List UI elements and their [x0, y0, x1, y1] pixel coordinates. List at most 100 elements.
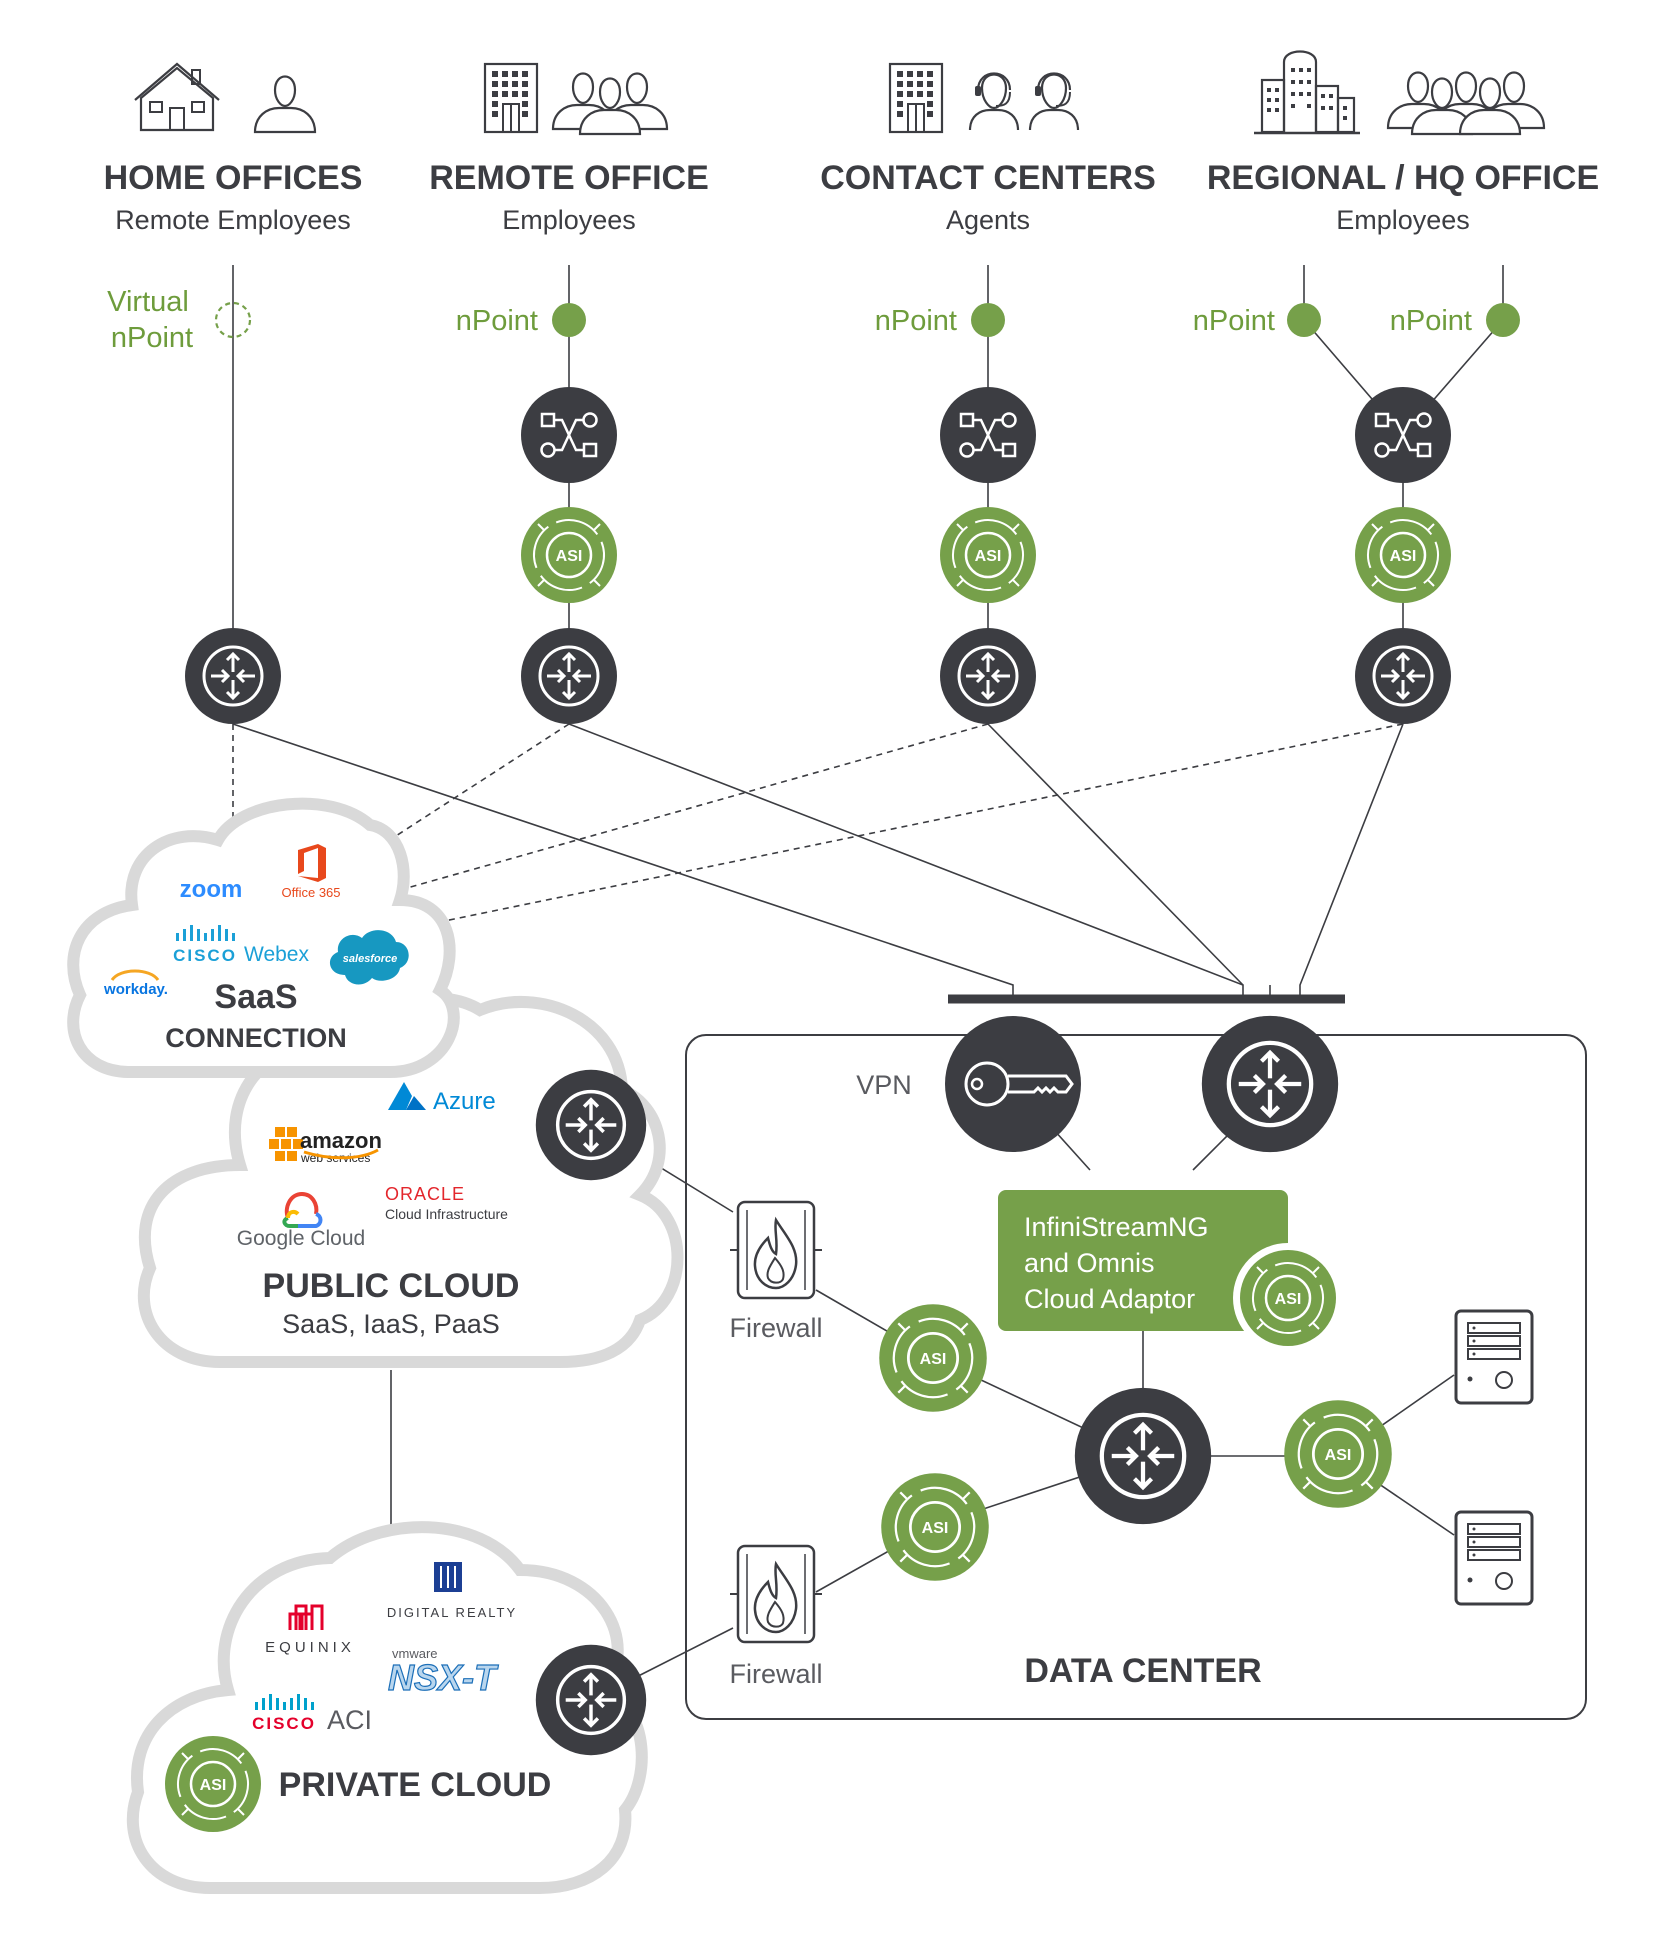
site-title-contact-centers: CONTACT CENTERS [820, 159, 1156, 197]
oracle-subtitle: Cloud Infrastructure [385, 1206, 508, 1222]
router-icon [183, 626, 283, 726]
data-center-frame [685, 1034, 1587, 1720]
amazon-smile-icon [303, 1148, 379, 1160]
asi-sensor: ASI [877, 1302, 989, 1414]
site-subtitle-contact-centers: Agents [946, 205, 1030, 235]
npoint-marker [1486, 303, 1520, 337]
zoom-logo: zoom [180, 876, 243, 903]
equinix-icon [288, 1604, 324, 1630]
data-center-edge-router-icon [1202, 1016, 1338, 1152]
google-cloud-logo: Google Cloud [237, 1227, 365, 1250]
cisco-logo: CISCO [252, 1714, 316, 1733]
public-cloud-shape [137, 991, 684, 1368]
office365-logo: Office 365 [281, 885, 340, 900]
amazon-logo: amazon [300, 1128, 382, 1153]
private-cloud-shape [126, 1521, 648, 1894]
firewall-label: Firewall [729, 1313, 822, 1343]
npoint-marker [1287, 303, 1321, 337]
firewall-label: Firewall [729, 1659, 822, 1689]
webex-logo: Webex [244, 943, 309, 966]
svg-text:ASI: ASI [1275, 1291, 1302, 1308]
router-icon [938, 626, 1038, 726]
switch-icon [1353, 385, 1453, 485]
server-icon [1454, 1510, 1534, 1606]
infinistream-line1: InfiniStreamNG [1024, 1212, 1209, 1242]
oracle-logo: ORACLE [385, 1184, 465, 1204]
saas-cloud-shape [67, 797, 460, 1078]
asi-sensor: ASI [519, 505, 619, 605]
npoint-marker [971, 303, 1005, 337]
site-title-regional-hq: REGIONAL / HQ OFFICE [1207, 159, 1599, 197]
crowd-people-icon [1386, 71, 1546, 136]
firewall-icon [728, 1544, 824, 1644]
infinistream-line2: and Omnis [1024, 1248, 1155, 1278]
office365-icon [298, 844, 326, 882]
azure-logo: Azure [433, 1088, 496, 1115]
digital-realty-icon [434, 1562, 462, 1592]
asi-sensor: ASI [879, 1471, 991, 1583]
azure-icon [388, 1082, 426, 1110]
infinistream-line3: Cloud Adaptor [1024, 1284, 1195, 1314]
cisco-bars-icon [255, 1694, 314, 1710]
site-title-home-offices: HOME OFFICES [104, 159, 363, 197]
cisco-logo: CISCO [173, 946, 237, 965]
site-subtitle-regional-hq: Employees [1336, 205, 1470, 235]
asi-sensor: ASI [1233, 1243, 1343, 1353]
site-subtitle-remote-office: Employees [502, 205, 636, 235]
svg-text:ASI: ASI [922, 1520, 949, 1537]
house-icon [134, 62, 220, 132]
public-cloud-title: PUBLIC CLOUD [263, 1267, 520, 1305]
router-icon [519, 626, 619, 726]
salesforce-logo: salesforce [343, 953, 397, 965]
cisco-bars-icon [176, 925, 235, 941]
npoint-label: nPoint [1390, 305, 1472, 337]
aws-cubes-icon [269, 1127, 303, 1161]
site-title-remote-office: REMOTE OFFICE [429, 159, 709, 197]
office-building-icon [888, 62, 944, 134]
private-cloud-title: PRIVATE CLOUD [279, 1766, 552, 1804]
virtual-npoint-label-line2: nPoint [111, 322, 193, 354]
asi-sensor: ASI [163, 1734, 263, 1834]
salesforce-cloud-icon [329, 930, 409, 985]
public-cloud-subtitle: SaaS, IaaS, PaaS [282, 1309, 500, 1339]
digital-realty-logo: DIGITAL REALTY [387, 1605, 517, 1620]
asi-sensor: ASI [1353, 505, 1453, 605]
asi-sensor: ASI [938, 505, 1038, 605]
asi-sensor: ASI [1282, 1398, 1394, 1510]
saas-title: SaaS [214, 978, 297, 1016]
svg-text:ASI: ASI [920, 1351, 947, 1368]
npoint-label: nPoint [1193, 305, 1275, 337]
vpn-label: VPN [856, 1070, 912, 1100]
npoint-marker [552, 303, 586, 337]
office-building-icon [483, 62, 539, 134]
data-center-core-router-icon [1075, 1388, 1211, 1524]
svg-text:ASI: ASI [556, 548, 583, 565]
google-cloud-icon [282, 1191, 323, 1228]
firewall-icon [728, 1200, 824, 1300]
nsxt-logo: NSX-T [388, 1657, 499, 1698]
private-cloud-router-icon [534, 1643, 648, 1757]
svg-text:ASI: ASI [200, 1777, 227, 1794]
aci-logo: ACI [327, 1705, 372, 1735]
virtual-npoint-marker [214, 301, 252, 339]
server-icon [1454, 1309, 1534, 1405]
workday-arc-icon [110, 969, 160, 982]
vmware-logo: vmware [392, 1646, 438, 1661]
virtual-npoint-label-line1: Virtual [107, 286, 189, 318]
npoint-label: nPoint [456, 305, 538, 337]
vpn-key-icon [945, 1016, 1081, 1152]
public-cloud-router-icon [534, 1068, 648, 1182]
svg-text:ASI: ASI [1325, 1447, 1352, 1464]
city-buildings-icon [1254, 50, 1360, 135]
agent-headset-icon [1028, 72, 1080, 132]
agent-headset-icon [968, 72, 1020, 132]
equinix-logo: EQUINIX [265, 1639, 355, 1656]
svg-text:ASI: ASI [1390, 548, 1417, 565]
router-icon [1353, 626, 1453, 726]
npoint-label: nPoint [875, 305, 957, 337]
group-people-icon [551, 72, 669, 136]
person-icon [253, 75, 317, 134]
site-subtitle-home-offices: Remote Employees [115, 205, 351, 235]
svg-text:ASI: ASI [975, 548, 1002, 565]
data-center-title: DATA CENTER [1024, 1652, 1261, 1690]
